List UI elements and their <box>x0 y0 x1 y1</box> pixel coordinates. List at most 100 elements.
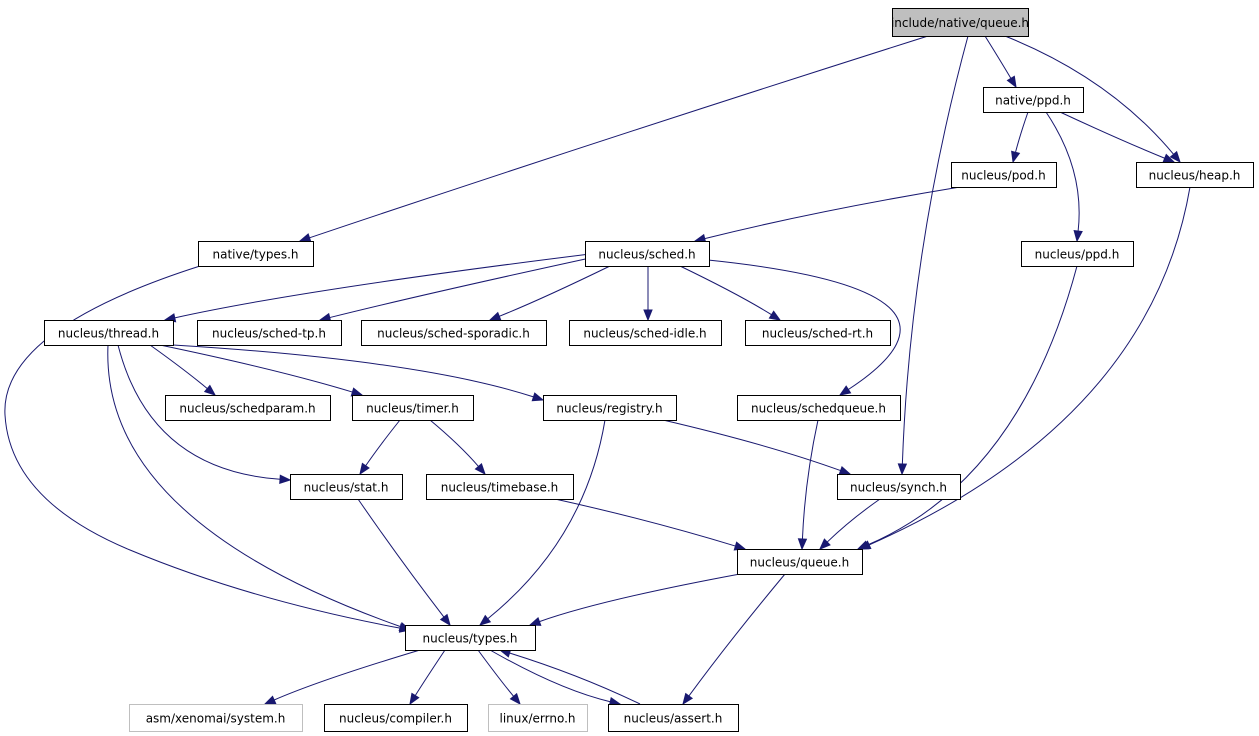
node-box <box>745 320 891 346</box>
node-box <box>1021 241 1134 267</box>
edge-line <box>172 344 534 398</box>
edge-nucleus-schedqueue-h-to-nucleus-queue-h <box>797 419 819 551</box>
edge-nucleus-sched-h-to-nucleus-schedqueue-h <box>707 259 901 396</box>
node-box <box>44 320 174 346</box>
edge-nucleus-sched-h-to-nucleus-sched-idle-h <box>643 266 653 322</box>
edge-nucleus-assert-h-to-nucleus-types-h <box>498 648 641 705</box>
arrowhead-icon <box>682 692 694 706</box>
node-box <box>129 704 303 732</box>
arrowhead-icon <box>897 463 908 476</box>
node-box <box>837 474 961 500</box>
node-nucleus-stat-h[interactable]: nucleus/stat.h <box>290 474 403 500</box>
node-nucleus-schedparam-h[interactable]: nucleus/schedparam.h <box>165 395 331 421</box>
edges-layer <box>4 35 1191 707</box>
node-box <box>543 395 677 421</box>
node-nucleus-sched-h[interactable]: nucleus/sched.h <box>585 241 710 267</box>
arrowhead-icon <box>474 462 486 476</box>
node-nucleus-sched-sporadic-h[interactable]: nucleus/sched-sporadic.h <box>361 320 547 346</box>
edge-line <box>539 573 741 623</box>
edge-line <box>273 649 421 701</box>
edge-nucleus-timer-h-to-nucleus-stat-h <box>359 419 401 476</box>
arrowhead-icon <box>1011 150 1021 164</box>
node-box <box>488 704 588 732</box>
node-nucleus-ppd-h[interactable]: nucleus/ppd.h <box>1021 241 1134 267</box>
edge-line <box>509 652 641 705</box>
node-nucleus-sched-rt-h[interactable]: nucleus/sched-rt.h <box>745 320 891 346</box>
edge-line <box>499 265 611 317</box>
edge-line <box>365 419 401 467</box>
node-box <box>737 395 901 421</box>
node-native-ppd-h[interactable]: native/ppd.h <box>983 87 1084 113</box>
arrowhead-icon <box>838 465 852 475</box>
node-box <box>352 395 474 421</box>
edge-line <box>1059 111 1165 159</box>
node-native-types-h[interactable]: native/types.h <box>198 241 314 267</box>
edge-line <box>707 259 901 390</box>
arrowhead-icon <box>359 462 370 476</box>
node-nucleus-assert-h[interactable]: nucleus/assert.h <box>608 704 739 732</box>
edge-native-ppd-h-to-nucleus-ppd-h <box>1045 111 1083 243</box>
edge-nucleus-queue-h-to-nucleus-types-h <box>528 573 741 626</box>
node-nucleus-compiler-h[interactable]: nucleus/compiler.h <box>324 704 468 732</box>
edge-line <box>329 257 591 319</box>
edge-nucleus-queue-h-to-nucleus-assert-h <box>682 573 786 706</box>
arrowhead-icon <box>203 384 217 396</box>
node-label: asm/xenomai/system.h <box>146 712 286 726</box>
edge-line <box>117 344 281 480</box>
node-nucleus-schedqueue-h[interactable]: nucleus/schedqueue.h <box>737 395 901 421</box>
edge-nucleus-thread-h-to-nucleus-stat-h <box>117 344 292 484</box>
node-nucleus-types-h[interactable]: nucleus/types.h <box>405 625 536 651</box>
nodes-layer: include/native/queue.h native/ppd.h nucleu… <box>44 8 1254 732</box>
node-box <box>426 474 574 500</box>
node-nucleus-registry-h[interactable]: nucleus/registry.h <box>543 395 677 421</box>
edge-line <box>901 35 969 465</box>
edge-line <box>688 573 786 697</box>
node-box <box>197 320 342 346</box>
node-linux-errno-h: linux/errno.h <box>488 704 588 732</box>
node-box <box>569 320 722 346</box>
arrowhead-icon <box>819 538 831 550</box>
edge-nucleus-thread-h-to-nucleus-schedparam-h <box>149 344 217 396</box>
node-label: linux/errno.h <box>499 712 575 726</box>
arrowhead-icon <box>409 692 420 706</box>
node-box <box>737 549 863 575</box>
node-nucleus-thread-h[interactable]: nucleus/thread.h <box>44 320 174 346</box>
node-nucleus-timebase-h[interactable]: nucleus/timebase.h <box>426 474 574 500</box>
node-label: nucleus/thread.h <box>58 327 159 341</box>
edge-nucleus-stat-h-to-nucleus-types-h <box>357 498 451 627</box>
node-nucleus-heap-h[interactable]: nucleus/heap.h <box>1136 162 1254 188</box>
node-label: nucleus/assert.h <box>624 712 723 726</box>
edge-line <box>1045 111 1080 232</box>
node-nucleus-timer-h[interactable]: nucleus/timer.h <box>352 395 474 421</box>
edge-nucleus-registry-h-to-nucleus-synch-h <box>662 419 852 475</box>
edge-nucleus-types-h-to-nucleus-assert-h <box>489 649 622 707</box>
node-label: nucleus/ppd.h <box>1035 248 1120 262</box>
node-label: nucleus/sched-rt.h <box>762 327 873 341</box>
node-nucleus-queue-h[interactable]: nucleus/queue.h <box>737 549 863 575</box>
node-asm-xenomai-system-h: asm/xenomai/system.h <box>129 704 303 732</box>
node-box <box>405 625 536 651</box>
node-nucleus-pod-h[interactable]: nucleus/pod.h <box>951 162 1057 188</box>
node-label: nucleus/schedqueue.h <box>751 402 886 416</box>
node-box <box>892 8 1029 37</box>
node-nucleus-synch-h[interactable]: nucleus/synch.h <box>837 474 961 500</box>
arrowhead-icon <box>1073 230 1083 243</box>
edge-line <box>1004 35 1174 155</box>
edge-line <box>159 344 353 393</box>
edge-line <box>801 419 819 540</box>
arrowhead-icon <box>768 310 782 321</box>
node-include-native-queue-h[interactable]: include/native/queue.h <box>891 8 1029 37</box>
node-nucleus-sched-tp-h[interactable]: nucleus/sched-tp.h <box>197 320 342 346</box>
node-box <box>1136 162 1254 188</box>
edge-nucleus-ppd-h-to-nucleus-queue-h <box>856 265 1078 550</box>
edge-line <box>826 498 881 543</box>
node-label: nucleus/sched-sporadic.h <box>377 327 530 341</box>
edge-nucleus-synch-h-to-nucleus-queue-h <box>819 498 881 550</box>
node-box <box>951 162 1057 188</box>
node-label: nucleus/pod.h <box>961 169 1045 183</box>
node-label: nucleus/compiler.h <box>339 712 452 726</box>
node-label: include/native/queue.h <box>891 16 1029 30</box>
node-nucleus-sched-idle-h[interactable]: nucleus/sched-idle.h <box>569 320 722 346</box>
arrowhead-icon <box>279 474 292 484</box>
